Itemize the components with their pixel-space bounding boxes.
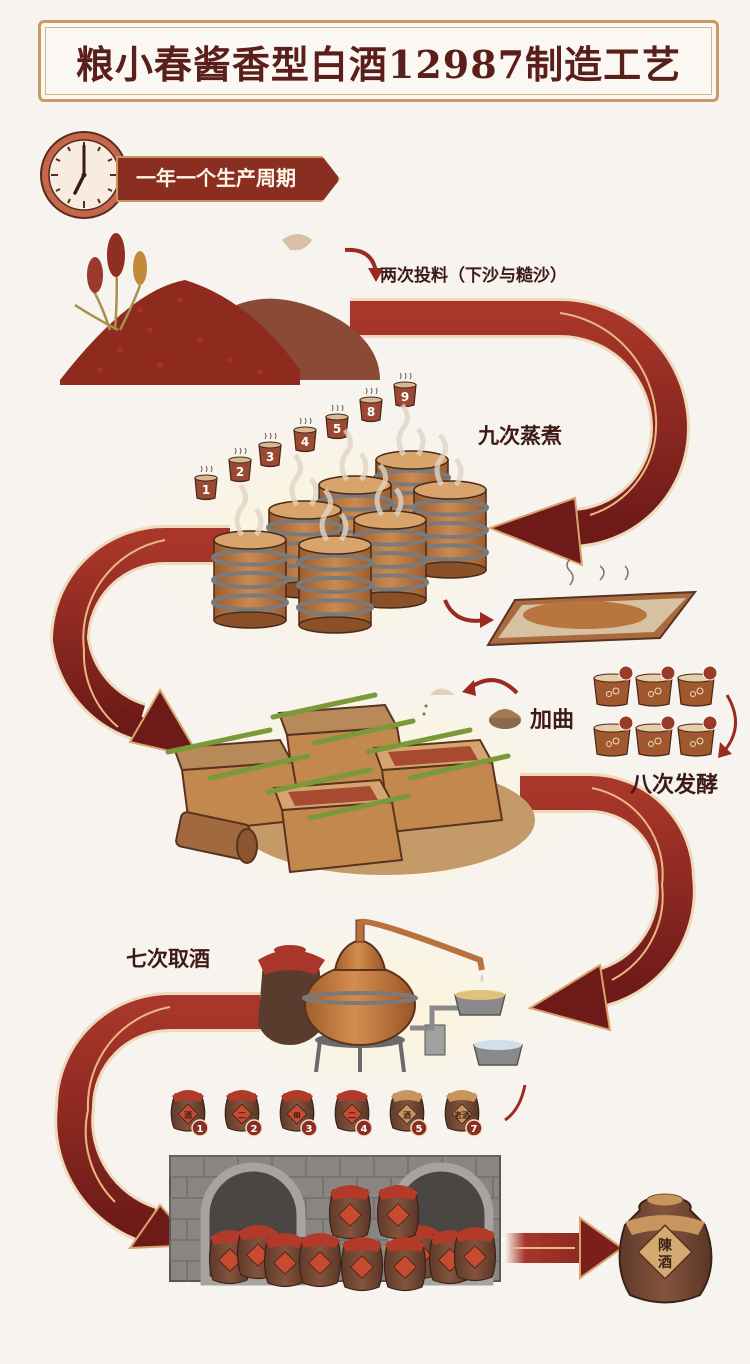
open-pit: [265, 767, 411, 874]
pot-number: 9: [401, 390, 409, 404]
jar-mark: 老酒: [453, 1110, 470, 1120]
steam-pot: 3: [258, 432, 282, 468]
page-title: 粮小春酱香型白酒12987制造工艺: [75, 41, 682, 87]
drying-tray: [486, 558, 698, 647]
jar-number: 7: [471, 1124, 478, 1135]
step-label-feeding: 两次投料（下沙与糙沙）: [380, 266, 567, 286]
cellar-jar: [298, 1233, 342, 1288]
numbered-jar: 老酒7: [444, 1090, 483, 1137]
pot-number: 2: [236, 465, 244, 479]
numbered-jar: 二2: [224, 1090, 263, 1137]
steam-pot: 5: [325, 404, 349, 440]
steaming-pots: 1 2 3 4 5 8 9: [194, 372, 417, 501]
jar-number: 3: [306, 1124, 313, 1135]
sorghum-pile-illustration: [60, 233, 380, 385]
cellar-jar: [383, 1237, 427, 1292]
jar-number: 4: [361, 1124, 368, 1135]
final-jar-label-bottom: 酒: [658, 1255, 672, 1271]
pot-number: 5: [333, 422, 341, 436]
clock-icon: [40, 131, 128, 219]
cellar-jar: [263, 1233, 307, 1288]
step-label-fermentation: 八次发酵: [630, 773, 719, 798]
numbered-jar: 酒5: [389, 1090, 428, 1137]
small-arrow-head: [368, 268, 384, 282]
qu-illustration: [422, 678, 521, 729]
fermentation-vessels: [593, 665, 718, 757]
covered-pit: [165, 727, 311, 834]
steam-pot: 1: [194, 465, 218, 501]
pot-number: 1: [202, 483, 210, 497]
steamer-barrels: [211, 403, 489, 634]
fermentation-pits: [165, 692, 535, 875]
jar-mark: 酒: [184, 1110, 192, 1120]
jar-number: 2: [251, 1124, 258, 1135]
steam-pot: 2: [228, 447, 252, 483]
fermentation-vessel: [635, 715, 676, 757]
jar-mark: 酒: [403, 1110, 411, 1120]
numbered-jar: 二4: [334, 1090, 373, 1137]
jar-number: 1: [197, 1124, 204, 1135]
step-label-adding-qu: 加曲: [530, 708, 575, 733]
pot-number: 8: [367, 405, 375, 419]
final-aged-liquor-jar: 陳 酒: [618, 1193, 713, 1304]
step-label-extraction: 七次取酒: [126, 947, 210, 971]
small-arrow-jars: [504, 1084, 527, 1122]
cycle-banner: [116, 156, 340, 202]
final-jar-label-top: 陳: [658, 1237, 673, 1254]
fermentation-vessel: [593, 665, 634, 707]
pot-number: 4: [301, 435, 309, 449]
numbered-jar: 酒1: [170, 1090, 209, 1137]
cycle-banner-text: 一年一个生产周期: [136, 166, 296, 190]
small-arrow-ferm: [723, 694, 737, 751]
steam-pot: 9: [393, 372, 417, 408]
cellar-jar: [328, 1185, 372, 1240]
pot-number: 3: [266, 450, 274, 464]
jar-number: 5: [416, 1124, 423, 1135]
barrel: [296, 488, 374, 634]
steam-pot: 4: [293, 417, 317, 453]
jar-mark: Ⅲ: [293, 1111, 301, 1120]
cellar: [169, 1155, 501, 1292]
cellar-jar: [376, 1185, 420, 1240]
jar-mark: 二: [238, 1111, 246, 1120]
log: [175, 811, 258, 864]
title-frame: [38, 20, 719, 102]
small-arrow-head: [480, 612, 494, 628]
jar-mark: 二: [348, 1111, 356, 1120]
fermentation-vessel: [677, 715, 718, 757]
cellar-jar: [453, 1227, 497, 1282]
fermentation-vessel: [593, 715, 634, 757]
small-arrow-head: [718, 742, 732, 758]
distillation-still: [258, 918, 523, 1073]
arrow-cellar-to-final: [505, 1216, 624, 1280]
open-pit: [365, 727, 511, 834]
arrow-pits-to-distill: [520, 773, 696, 1032]
fermentation-vessel: [677, 665, 718, 707]
fermentation-vessel: [635, 665, 676, 707]
cellar-jar: [340, 1237, 384, 1292]
step-label-steaming: 九次蒸煮: [478, 424, 562, 448]
steam-pot: 8: [359, 387, 383, 423]
arrow-feed-to-steam: [350, 298, 691, 567]
barrel: [211, 483, 289, 629]
